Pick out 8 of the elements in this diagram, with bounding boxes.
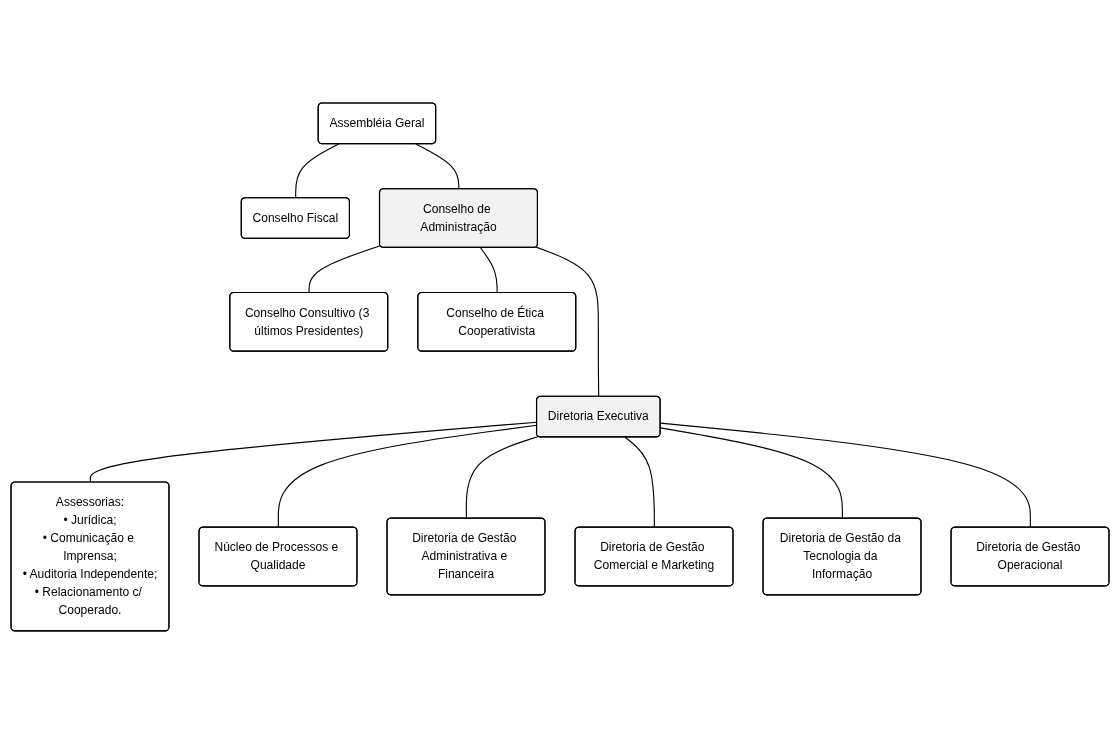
connector bbox=[308, 244, 381, 293]
connector bbox=[295, 142, 340, 199]
connector bbox=[479, 246, 498, 293]
connector bbox=[277, 424, 538, 528]
connector bbox=[465, 435, 539, 519]
connector bbox=[415, 142, 460, 190]
connector bbox=[624, 436, 655, 528]
connector bbox=[535, 246, 600, 397]
